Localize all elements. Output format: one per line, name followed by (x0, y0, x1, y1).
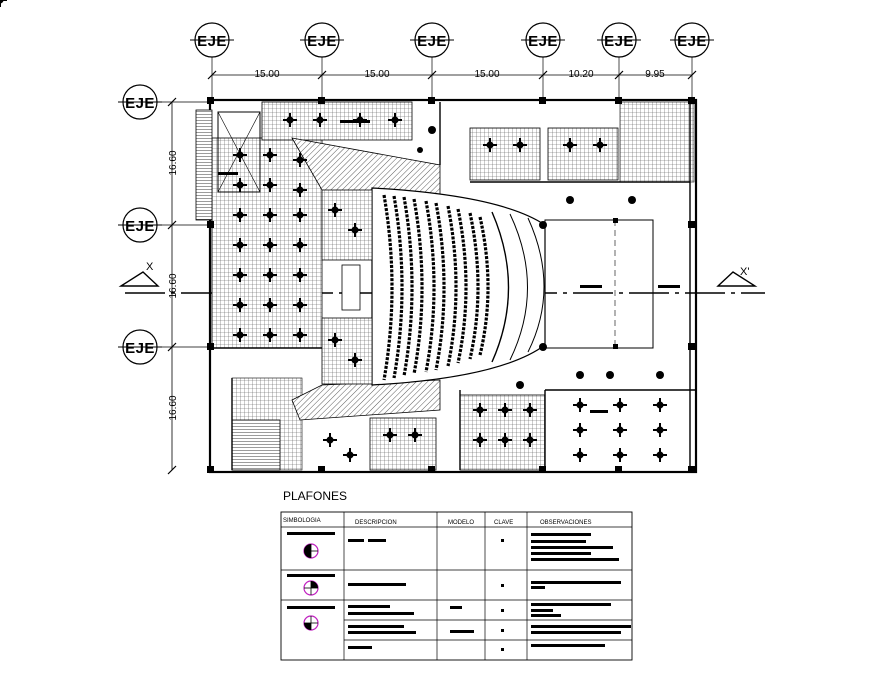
ceiling-luminaires (0, 0, 667, 462)
dimension-text: 16.60 (168, 395, 179, 420)
elevator-core (217, 111, 261, 193)
axis-bubbles-top: EJE EJE EJE EJE EJE EJE (190, 22, 714, 58)
axis-bubble: EJE (521, 22, 565, 58)
section-marker-left (118, 271, 160, 287)
dimension-text: 9.95 (645, 69, 665, 80)
dimension-text: 15.00 (474, 69, 499, 80)
legend-header: MODELO (448, 520, 474, 526)
axis-label: EJE (125, 95, 155, 112)
axis-bubble: EJE (300, 22, 344, 58)
stage (544, 219, 654, 349)
legend-header: DESCRIPCION (355, 520, 397, 526)
section-label-left: X (146, 261, 154, 273)
legend-title: PLAFONES (283, 489, 347, 503)
axis-label: EJE (528, 33, 558, 50)
light-symbol (287, 532, 335, 559)
axis-bubble: EJE (670, 22, 714, 58)
axis-label: EJE (197, 33, 227, 50)
auditorium-seating (371, 187, 547, 386)
side-room-lower (321, 317, 373, 385)
dimension-text: 15.00 (364, 69, 389, 80)
corridor-lower (291, 379, 441, 421)
section-marker-right (716, 271, 758, 287)
axis-label: EJE (307, 33, 337, 50)
axis-bubble: EJE (118, 207, 162, 243)
axis-bubble: EJE (190, 22, 234, 58)
ceiling-grid-lower-mid2 (369, 417, 437, 471)
legend-table (280, 511, 633, 661)
structural-columns (207, 97, 695, 473)
legend: PLAFONES SIMBOLOGIA DESCRIPCION MODELO C… (280, 489, 633, 661)
axis-lines (157, 57, 693, 348)
side-room-upper (321, 189, 373, 261)
light-symbol (287, 606, 335, 631)
ceiling-grid-upper-mid (469, 127, 541, 181)
dimension-text: 10.20 (568, 69, 593, 80)
legend-header: SIMBOLOGIA (283, 518, 321, 524)
axis-label: EJE (604, 33, 634, 50)
axis-bubble: EJE (597, 22, 641, 58)
dimension-text: 16.60 (168, 273, 179, 298)
left-dimension-line: 16.60 16.60 16.60 (167, 97, 179, 475)
dimension-text: 16.60 (168, 150, 179, 175)
light-symbol (287, 574, 335, 596)
axis-label: EJE (417, 33, 447, 50)
axis-bubble: EJE (118, 329, 162, 365)
stairs-left (195, 109, 213, 221)
legend-redacted-text (348, 533, 631, 651)
axis-bubble: EJE (410, 22, 454, 58)
ceiling-grid-top-right (619, 101, 695, 183)
axis-bubbles-left: EJE EJE EJE (118, 84, 162, 365)
ceiling-grid-lower-mid (459, 394, 546, 471)
axis-label: EJE (125, 340, 155, 357)
building-plan (0, 0, 698, 474)
ceiling-grid-upper-right (547, 127, 619, 181)
axis-bubble: EJE (118, 84, 162, 120)
legend-header: CLAVE (494, 520, 513, 526)
outer-wall (208, 98, 698, 474)
ceiling-grid-left (211, 137, 323, 349)
axis-label: EJE (677, 33, 707, 50)
top-dimension-line: 15.00 15.00 15.00 10.20 9.95 (207, 69, 697, 80)
legend-header: OBSERVACIONES (540, 520, 591, 526)
section-label-right: X' (740, 266, 749, 278)
stairs-lower-left (231, 419, 281, 471)
axis-label: EJE (125, 218, 155, 235)
dimension-text: 15.00 (254, 69, 279, 80)
